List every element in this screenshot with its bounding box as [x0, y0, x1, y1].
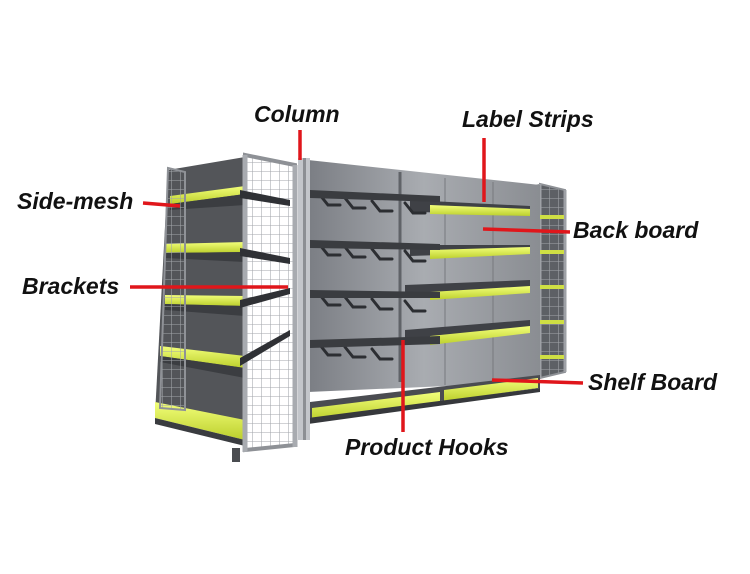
label-label-strips: Label Strips [462, 106, 594, 132]
shelf-brackets [240, 190, 290, 366]
shelf-tier-1 [410, 200, 530, 216]
leader-back-board [482, 227, 571, 234]
column [298, 158, 310, 440]
leader-shelf-board [491, 378, 584, 385]
left-shelf-1 [170, 186, 245, 210]
label-product-hooks: Product Hooks [345, 434, 509, 460]
leader-side-mesh [142, 201, 181, 208]
base-shelf [308, 375, 540, 424]
right-shelves [308, 200, 540, 424]
label-shelf-board: Shelf Board [588, 369, 718, 395]
product-hooks [318, 193, 427, 361]
label-side-mesh: Side-mesh [17, 188, 134, 214]
hook-bars [310, 190, 440, 348]
side-mesh [158, 166, 186, 412]
label-back-board: Back board [573, 217, 699, 243]
label-brackets: Brackets [22, 273, 120, 299]
leader-lines [130, 130, 584, 432]
left-end-unit [155, 157, 245, 446]
left-base [155, 402, 245, 446]
label-column: Column [254, 101, 340, 127]
